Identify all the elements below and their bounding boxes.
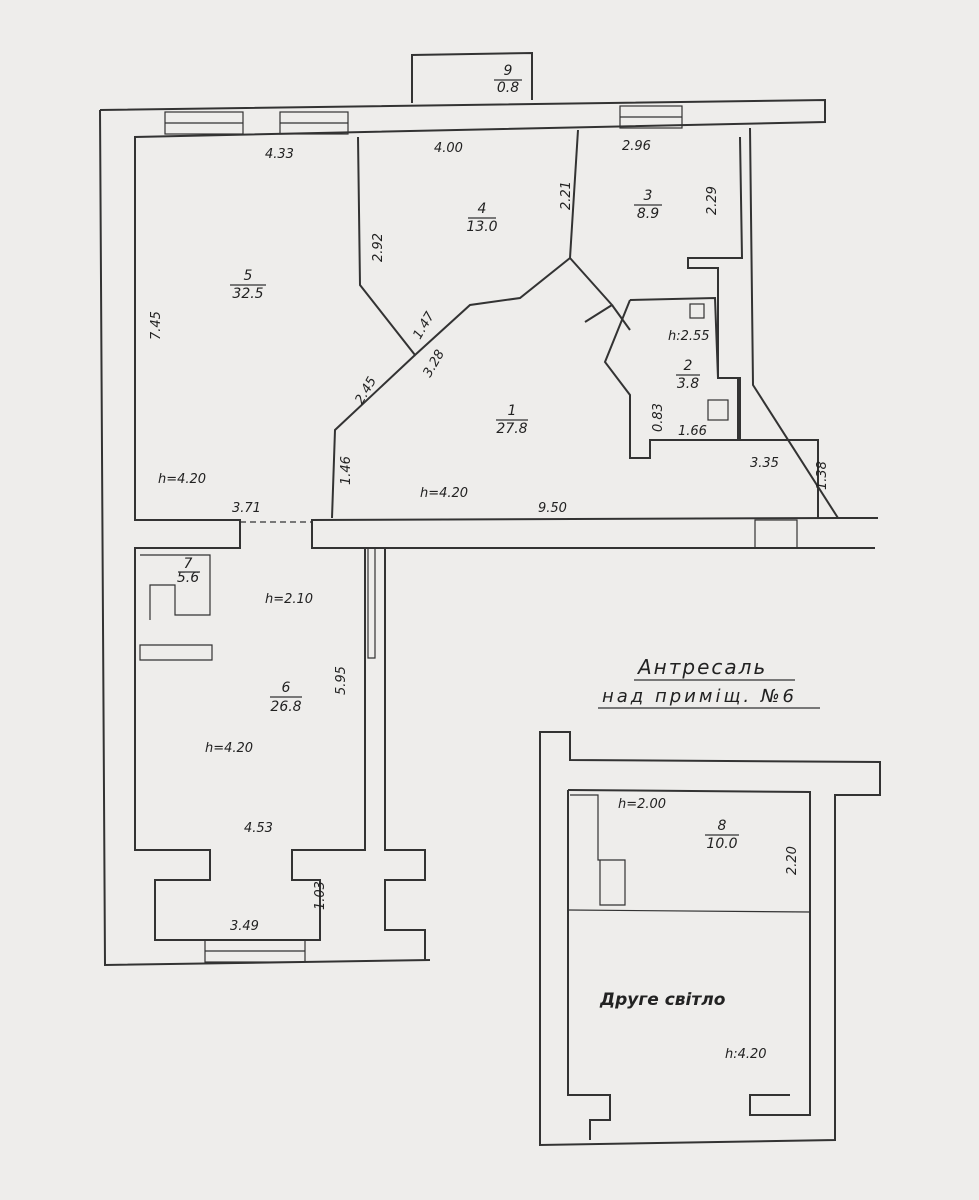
height-room8: h=2.00 (618, 797, 666, 812)
dim-room3-right: 2.29 (705, 186, 720, 215)
height-labels: h:2.55 h=4.20 h=4.20 h=2.10 h=4.20 h=2.0… (158, 329, 767, 1062)
mezzanine-title: Антресаль (636, 655, 767, 679)
dim-top-mid: 4.00 (434, 141, 463, 156)
room-6-area: 26.8 (270, 699, 301, 715)
mezzanine-walls (539, 731, 881, 1147)
height-room6: h=4.20 (205, 741, 253, 756)
room-7-area: 5.6 (177, 570, 199, 586)
dim-top-right: 2.96 (622, 139, 651, 154)
room-7-number: 7 (184, 556, 193, 572)
dim-opening-371: 3.71 (232, 501, 261, 516)
room-3-area: 8.9 (637, 206, 659, 222)
room-fraction-bars (178, 79, 739, 836)
main-plan-walls (99, 51, 878, 967)
dim-room6-height: 5.95 (334, 666, 349, 695)
dim-bottom-window: 3.49 (230, 919, 259, 934)
room-8-number: 8 (718, 818, 727, 834)
dim-bottom-103: 1.03 (313, 881, 328, 910)
room-8-area: 10.0 (706, 836, 737, 852)
height-room2: h:2.55 (668, 329, 710, 344)
dim-top-left: 4.33 (265, 147, 294, 162)
room-2-area: 3.8 (677, 376, 699, 392)
height-room5: h=4.20 (158, 472, 206, 487)
room-1-number: 1 (508, 403, 517, 419)
room-4-area: 13.0 (466, 219, 497, 235)
room-labels: 9 0.8 4 13.0 3 8.9 5 32.5 2 3.8 1 27.8 7… (177, 63, 738, 852)
dim-diag-328: 3.28 (420, 347, 447, 380)
room-9-area: 0.8 (497, 80, 519, 96)
room-1-area: 27.8 (496, 421, 527, 437)
room-3-number: 3 (644, 188, 653, 204)
dim-bath-166: 1.66 (678, 424, 707, 439)
room-2-number: 2 (684, 358, 693, 374)
dim-mezz-height: 2.20 (785, 846, 800, 875)
dim-left-146: 1.46 (339, 456, 354, 485)
mezzanine-labels: Антресаль над приміщ. №6 Друге світло (598, 655, 820, 1010)
dim-right-335: 3.35 (750, 456, 779, 471)
dim-room4-left: 2.92 (371, 233, 386, 262)
dim-room1-width: 9.50 (538, 501, 567, 516)
dim-room3-left: 2.21 (559, 181, 574, 210)
room-9-number: 9 (504, 63, 513, 79)
height-room1: h=4.20 (420, 486, 468, 501)
dim-bath-083: 0.83 (651, 403, 666, 432)
dim-right-138: 1.38 (815, 461, 830, 490)
height-second-light: h:4.20 (725, 1047, 767, 1062)
second-light-label: Друге світло (599, 990, 726, 1010)
room-6-number: 6 (282, 680, 291, 696)
mezzanine-subtitle: над приміщ. №6 (602, 686, 797, 707)
room-5-number: 5 (244, 268, 253, 284)
dim-room5-height: 7.45 (149, 311, 164, 340)
room-4-number: 4 (478, 201, 487, 217)
height-room7: h=2.10 (265, 592, 313, 607)
room-5-area: 32.5 (232, 286, 263, 302)
dim-room6-width: 4.53 (244, 821, 273, 836)
